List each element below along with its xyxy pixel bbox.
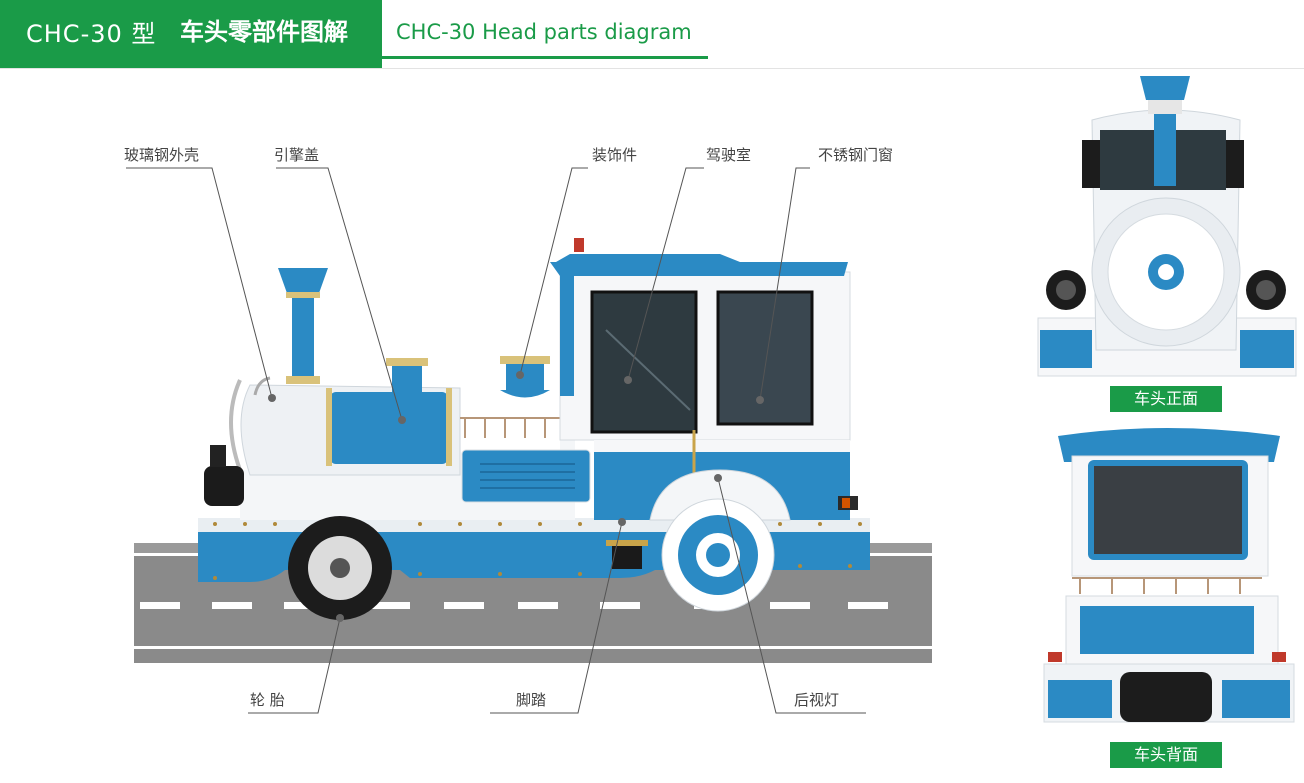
back-view-label: 车头背面 [1110,742,1222,768]
callout-cab: 驾驶室 [706,146,752,164]
page-title: 车头零部件图解 [180,18,348,46]
callout-fiberglass-shell: 玻璃钢外壳 [124,146,200,164]
callout-decoration: 装饰件 [592,146,638,164]
callout-footstep: 脚踏 [516,691,547,709]
train-front-view [1037,76,1297,377]
front-view-label: 车头正面 [1110,386,1222,412]
header-divider [0,68,1304,69]
train-side-view [198,238,870,620]
train-back-view [1043,428,1295,723]
header-underline [382,56,708,59]
callout-dots [268,371,764,622]
callout-tire: 轮 胎 [250,691,285,709]
callout-lines [126,167,866,714]
callout-rear-light: 后视灯 [794,691,840,709]
header-bar [0,0,382,68]
model-title: CHC-30 型 [26,20,157,48]
page-subtitle: CHC-30 Head parts diagram [396,20,692,44]
callout-engine-cover: 引擎盖 [274,146,320,164]
callout-stainless-door: 不锈钢门窗 [818,146,894,164]
